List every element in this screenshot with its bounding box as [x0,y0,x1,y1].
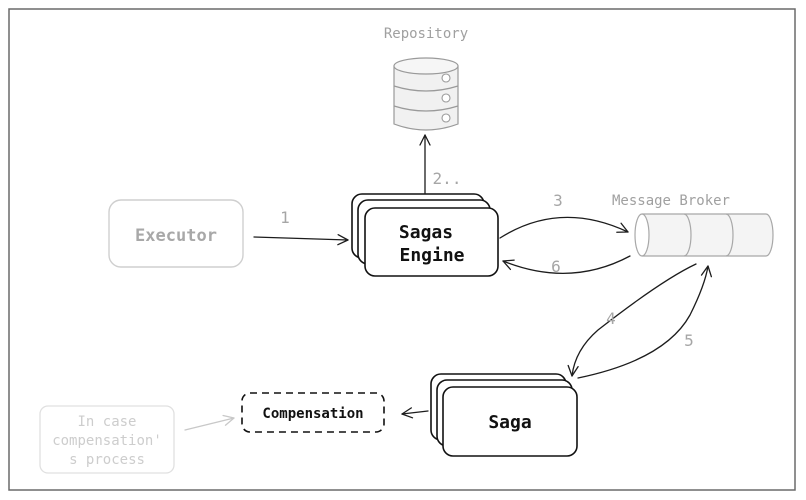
database-icon [393,57,459,131]
sagas-engine-node: Sagas Engine [351,193,499,277]
message-broker-label: Message Broker [612,193,730,209]
saga-node: Saga [430,373,578,457]
sagas-engine-label-line2: Engine [399,245,464,266]
queue-icon [634,213,774,257]
compensation-note: In case compensation' s process [39,405,175,474]
diagram-frame [8,8,796,491]
compensation-node: Compensation [241,392,385,433]
edge-label-1: 1 [280,208,290,227]
edge-broker-to-engine [502,255,631,274]
note-line3: s process [69,452,145,468]
repository-label: Repository [384,26,468,42]
sagas-engine-label-line1: Sagas [399,222,453,243]
edge-engine-to-broker [499,216,629,239]
edge-label-2: 2.. [433,169,462,188]
edge-broker-to-saga [567,263,697,377]
executor-label: Executor [135,226,217,246]
edge-executor-to-engine [253,234,349,246]
edge-label-3: 3 [553,191,563,210]
edge-label-5: 5 [684,331,694,350]
saga-label: Saga [488,412,531,433]
repository-node: Repository [384,26,468,131]
edge-label-6: 6 [551,257,561,276]
note-line2: compensation' [52,433,162,449]
edge-note-to-compensation [184,414,235,431]
executor-node: Executor [108,199,244,268]
edge-label-4: 4 [606,309,616,328]
message-broker-node: Message Broker [612,193,774,257]
edge-saga-to-broker [577,265,713,379]
note-line1: In case [77,414,136,430]
edge-saga-to-compensation [401,407,429,419]
compensation-label: Compensation [262,406,363,422]
